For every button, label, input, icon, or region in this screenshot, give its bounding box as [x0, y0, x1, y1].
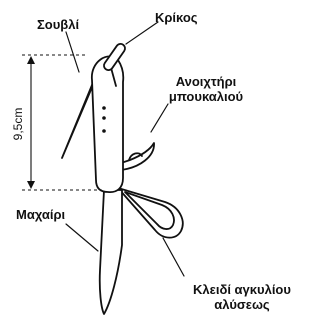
dimension-marker	[22, 55, 102, 190]
leader-ring	[126, 22, 158, 44]
leader-opener	[151, 104, 168, 132]
knife-handle	[92, 56, 123, 192]
dimension-label: 9,5cm	[11, 108, 25, 141]
rivet	[102, 116, 106, 120]
leader-shackle-key	[163, 238, 184, 276]
label-ring: Κρίκος	[155, 10, 198, 25]
rivet	[102, 129, 106, 133]
label-shackle-key-line2: αλύσεως	[172, 297, 312, 312]
shackle-key	[118, 188, 183, 238]
label-skewer: Σουβλί	[37, 17, 79, 32]
label-shackle-key-line1: Κλειδί αγκυλίου	[172, 282, 312, 297]
label-opener-line1: Ανοιχτήρι	[150, 74, 262, 89]
leader-knife	[66, 224, 98, 251]
leader-skewer	[66, 32, 79, 72]
knife-blade	[100, 190, 122, 314]
label-shackle-key: Κλειδί αγκυλίου αλύσεως	[172, 282, 312, 312]
rivet	[102, 106, 106, 110]
dimension-arrow-top	[27, 56, 35, 64]
label-knife: Μαχαίρι	[16, 207, 65, 222]
bottle-opener	[120, 143, 154, 170]
label-opener-line2: μπουκαλιού	[150, 89, 262, 104]
dimension-arrow-bottom	[27, 181, 35, 189]
label-opener: Ανοιχτήρι μπουκαλιού	[150, 74, 262, 104]
